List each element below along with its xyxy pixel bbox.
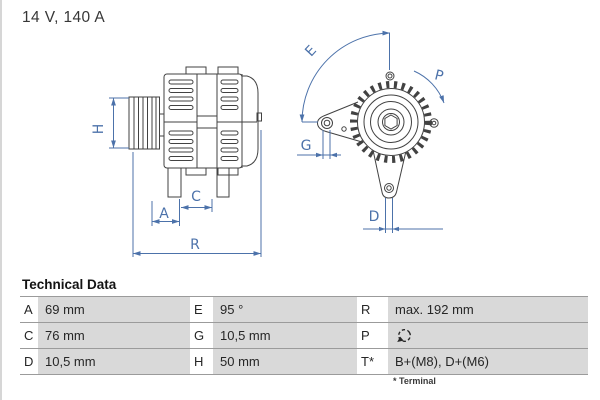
- technical-data-table: A 69 mm E 95 ° R max. 192 mm C 76 mm G 1…: [20, 296, 588, 375]
- param-key: C: [20, 323, 38, 348]
- param-key: A: [20, 297, 38, 322]
- terminal-footnote: * Terminal: [393, 376, 436, 386]
- shaft-nut: [384, 114, 398, 130]
- param-key: G: [190, 323, 213, 348]
- param-value: 95 °: [213, 297, 357, 322]
- param-value: [388, 323, 588, 348]
- pulley: [128, 96, 160, 150]
- mounting-foot: [216, 167, 230, 198]
- table-row: A 69 mm E 95 ° R max. 192 mm: [20, 296, 588, 322]
- side-view-dimensions: [109, 97, 262, 257]
- param-value: 76 mm: [38, 323, 190, 348]
- rotation-direction-icon: [397, 328, 412, 342]
- side-view: [128, 66, 262, 198]
- param-key: H: [190, 349, 213, 374]
- table-row: D 10,5 mm H 50 mm T* B+(M8), D+(M6): [20, 348, 588, 374]
- scan-edge: [0, 0, 2, 400]
- top-mounting-lug: [385, 71, 395, 81]
- table-title: Technical Data: [22, 277, 117, 292]
- param-key: D: [20, 349, 38, 374]
- rotation-arrow-P: [413, 70, 445, 104]
- dimension-E: [299, 30, 391, 123]
- table-row: C 76 mm G 10,5 mm P: [20, 322, 588, 348]
- param-value: B+(M8), D+(M6): [388, 349, 588, 374]
- param-value: 10,5 mm: [38, 349, 190, 374]
- param-key: T*: [357, 349, 388, 374]
- param-key: R: [357, 297, 388, 322]
- alternator-drawing: H A C R: [91, 30, 445, 257]
- dim-label-R: R: [190, 237, 200, 253]
- cooling-fins-front: [168, 79, 194, 161]
- param-value: 69 mm: [38, 297, 190, 322]
- dim-label-E: E: [302, 43, 320, 60]
- front-view: [316, 71, 439, 199]
- terminal-stub: [256, 112, 262, 122]
- param-value: max. 192 mm: [388, 297, 588, 322]
- param-value: 50 mm: [213, 349, 357, 374]
- rating-title: 14 V, 140 A: [22, 9, 106, 26]
- dim-label-D: D: [369, 209, 380, 225]
- dim-label-P: P: [433, 67, 445, 85]
- param-key: E: [190, 297, 213, 322]
- cooling-fins-rear: [220, 79, 239, 161]
- param-key: P: [357, 323, 388, 348]
- bottom-mounting-arm: [372, 149, 407, 199]
- mounting-foot: [167, 167, 182, 198]
- dim-label-G: G: [301, 138, 312, 154]
- stator-teeth: [350, 81, 432, 163]
- dim-label-A: A: [159, 206, 169, 222]
- dim-label-C: C: [191, 189, 201, 205]
- dim-label-H: H: [91, 124, 107, 135]
- param-value: 10,5 mm: [213, 323, 357, 348]
